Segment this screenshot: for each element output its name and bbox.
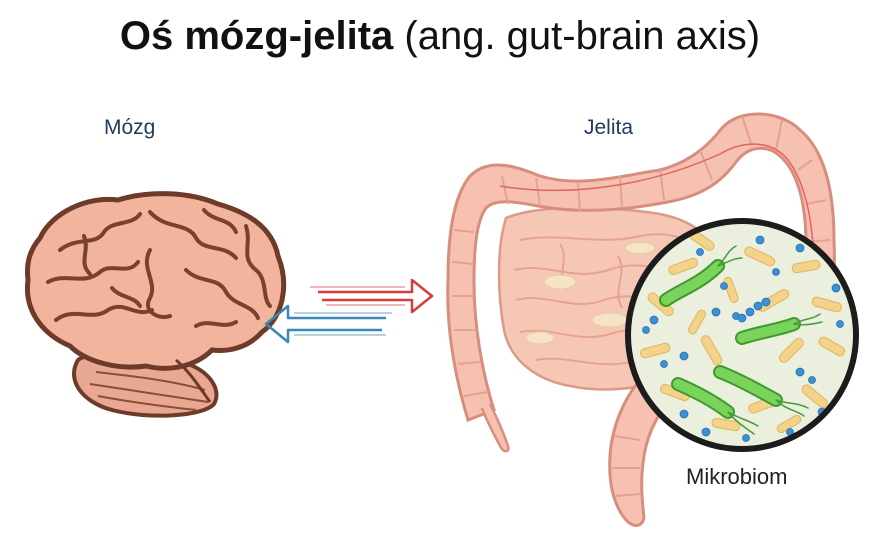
arrow-left-icon [264,304,392,344]
page-title: Oś mózg-jelita (ang. gut-brain axis) [0,14,880,59]
arrow-right-icon [310,278,434,314]
gut-label: Jelita [584,116,634,139]
microbiome-label: Mikrobiom [686,464,788,489]
brain-label: Mózg [104,116,156,139]
title-translation: (ang. gut-brain axis) [393,14,761,58]
title-main: Oś mózg-jelita [119,14,394,58]
microbiome-lens-icon [625,218,859,452]
brain-icon [24,191,287,418]
